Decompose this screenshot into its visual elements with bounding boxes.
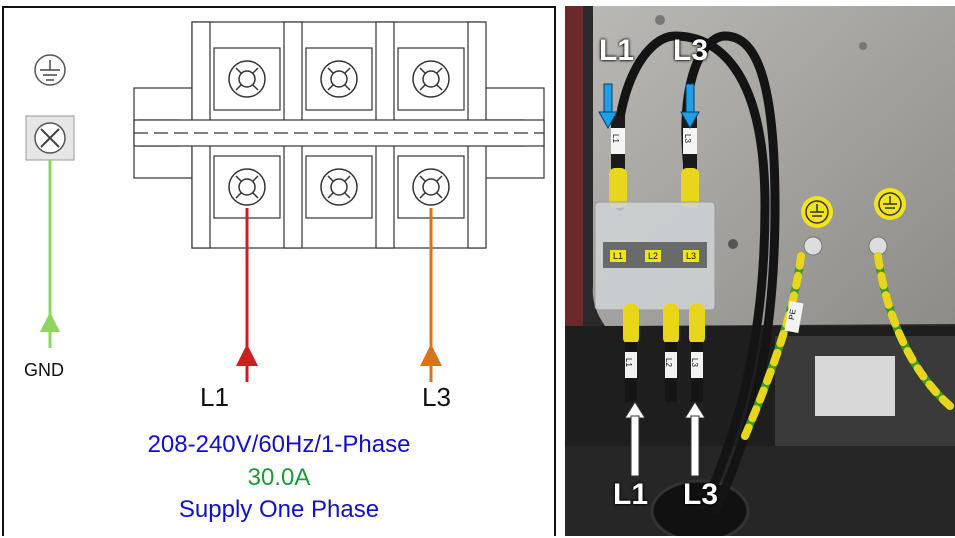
photo-top-label-l3: L3	[673, 34, 709, 67]
lower-marker-l1: L1	[623, 358, 633, 367]
gnd-label: GND	[24, 360, 64, 380]
installation-photo	[565, 6, 955, 536]
photo-top-label-l1: L1	[599, 34, 635, 67]
rivet-icon	[728, 239, 738, 249]
current-spec: 30.0A	[247, 464, 311, 491]
terminal-tag-l2: L2	[645, 250, 662, 262]
white-arrow-icon	[624, 401, 706, 477]
wire-marker-sleeve	[665, 352, 677, 378]
terminal-tag-l1: L1	[610, 250, 627, 262]
voltage-spec: 208-240V/60Hz/1-Phase	[147, 431, 411, 458]
l3-label: L3	[422, 382, 451, 412]
ground-wire	[40, 160, 60, 348]
wiring-diagram-panel: GND L1 L3 208-240V/60Hz/1-Phase 30.0A Su…	[2, 6, 556, 536]
photo-bottom-label-l3: L3	[683, 478, 719, 511]
photo-bottom-label-l1: L1	[613, 478, 649, 511]
upper-marker-l3: L3	[682, 134, 692, 143]
upper-marker-l1: L1	[610, 134, 620, 143]
ground-wires	[741, 252, 954, 440]
blue-arrow-icon	[598, 83, 700, 130]
terminal-screws	[228, 60, 450, 206]
pe-sleeve	[784, 301, 804, 333]
pe-marker: PE	[786, 308, 798, 321]
lug	[689, 304, 705, 344]
wire-marker-sleeve	[625, 352, 637, 378]
l1-label: L1	[200, 382, 229, 412]
lower-marker-l3: L3	[689, 358, 699, 367]
rivet-icon	[859, 42, 867, 50]
lug	[623, 304, 639, 344]
terminal-block	[133, 21, 545, 249]
lower-marker-l2: L2	[663, 358, 673, 367]
ground-screw-icon	[25, 115, 75, 161]
supply-cables	[612, 31, 780, 516]
rivet-icon	[655, 15, 665, 25]
l3-wire	[420, 208, 442, 382]
installation-photo-panel: L1 L3 L1 L3 L1 L2 L3 L1 L3 L1 L2 L3 PE	[565, 6, 955, 536]
terminal-tag-l3: L3	[683, 250, 700, 262]
ground-symbol-icon	[34, 54, 66, 86]
wire-drops	[609, 116, 699, 208]
lug	[663, 304, 679, 344]
wire-marker-sleeve	[691, 352, 703, 378]
terminal-block-drawing	[25, 21, 545, 382]
supply-description: Supply One Phase	[178, 496, 380, 523]
l1-wire	[236, 208, 258, 382]
ground-studs	[801, 188, 906, 256]
